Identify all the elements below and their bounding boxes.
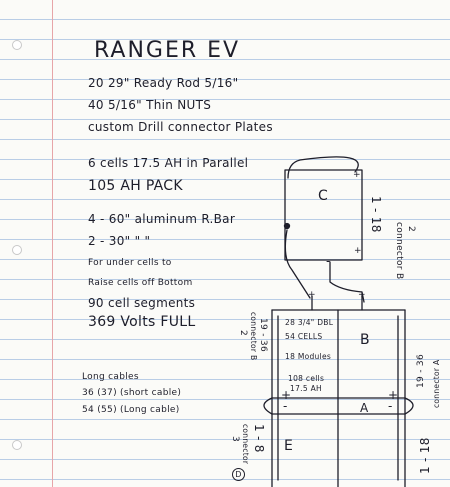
box-c-label: C	[318, 188, 329, 204]
connector-number: 3	[230, 436, 240, 443]
note-line: 6 cells 17.5 AH in Parallel	[88, 156, 249, 170]
note-line: Long cables	[82, 372, 139, 382]
plus-sign: +	[308, 290, 316, 300]
box-a-label: A	[360, 401, 369, 415]
binder-hole	[12, 40, 22, 50]
note-line: 20 29" Ready Rod 5/16"	[88, 76, 239, 90]
note-line: For under cells to	[88, 258, 172, 268]
box-b-cells: 54 CELLS	[285, 332, 323, 341]
circle-letter: D	[232, 468, 245, 481]
wire	[287, 156, 359, 179]
wire	[329, 261, 365, 303]
note-line: 36 (37) (short cable)	[82, 388, 182, 398]
connector-number: 2	[238, 330, 248, 337]
box-b-total-cells: 108 cells	[288, 374, 325, 383]
note-line: custom Drill connector Plates	[88, 120, 273, 134]
binder-hole	[12, 440, 22, 450]
page-title: RANGER EV	[94, 38, 241, 63]
connector-loop	[404, 397, 414, 415]
plus-sign: +	[353, 170, 361, 180]
box-b-label: B	[360, 332, 370, 348]
minus-sign: -	[326, 254, 331, 268]
connector-label: connector	[241, 424, 250, 465]
connector-number: 2	[406, 226, 416, 233]
note-line: 4 - 60" aluminum R.Bar	[88, 212, 236, 226]
connector-loop	[263, 397, 273, 415]
note-line: 54 (55) (Long cable)	[82, 405, 180, 415]
cell-box-c	[284, 169, 363, 261]
range-label: 1 - 18	[418, 437, 432, 474]
range-label: 1 - 8	[252, 424, 266, 453]
connector-label: connector B	[249, 312, 258, 361]
minus-sign: -	[283, 399, 288, 413]
range-label: 19 - 36	[258, 318, 268, 352]
note-line: 40 5/16" Thin NUTS	[88, 98, 212, 112]
plus-sign: +	[388, 388, 399, 402]
note-line: 2 - 30" " "	[88, 234, 151, 248]
connector-circle-d: D	[232, 466, 245, 481]
connector-label: connector B	[394, 222, 404, 280]
box-b-modules: 18 Modules	[285, 352, 332, 361]
range-label: 19 - 36	[416, 354, 426, 388]
wire	[284, 229, 311, 299]
note-line: Raise cells off Bottom	[88, 278, 193, 288]
note-line: 105 AH PACK	[88, 178, 183, 194]
terminal-post	[311, 295, 363, 311]
plus-sign: +	[354, 246, 362, 256]
box-b-dimension: 28 3/4" DBL	[285, 318, 334, 327]
binder-hole	[12, 245, 22, 255]
terminal-dot	[283, 222, 291, 230]
plus-sign: +	[358, 290, 366, 300]
note-line: 90 cell segments	[88, 296, 196, 310]
box-b-capacity: 17.5 AH	[290, 384, 322, 393]
range-label: 1 - 18	[369, 196, 383, 233]
box-e-label: E	[284, 438, 294, 454]
connector-label: connector A	[432, 359, 441, 408]
minus-sign: -	[388, 399, 393, 413]
note-line: 369 Volts FULL	[88, 314, 196, 330]
plus-sign: +	[281, 388, 292, 402]
